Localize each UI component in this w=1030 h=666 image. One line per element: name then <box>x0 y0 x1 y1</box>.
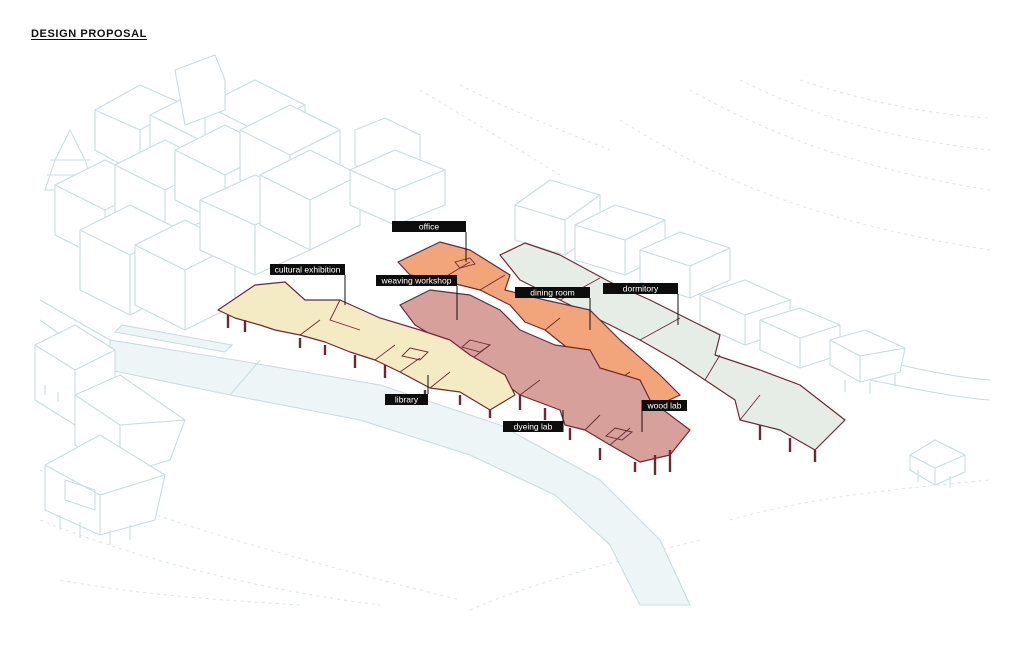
label-office: office <box>392 221 467 262</box>
label-weaving-workshop-text: weaving workshop <box>381 276 452 286</box>
page-title: DESIGN PROPOSAL <box>31 28 147 40</box>
label-dyeing-lab: dyeing lab <box>503 410 564 432</box>
label-dormitory: dormitory <box>603 283 679 325</box>
label-weaving-workshop: weaving workshop <box>376 275 458 320</box>
label-dining-room: dining room <box>515 287 591 330</box>
label-dining-room-text: dining room <box>530 288 574 298</box>
label-dyeing-lab-text: dyeing lab <box>514 422 553 432</box>
building-cultural-library <box>217 281 516 418</box>
label-library: library <box>385 375 429 405</box>
label-cultural-exhibition: cultural exhibition <box>270 264 346 305</box>
label-wood-lab: wood lab <box>641 400 687 432</box>
context-houses-southwest <box>34 324 186 545</box>
label-wood-lab-text: wood lab <box>646 401 681 411</box>
context-houses-northwest <box>44 54 446 331</box>
label-dormitory-text: dormitory <box>623 284 659 294</box>
building-weaving-dyeing <box>399 289 691 475</box>
label-office-text: office <box>419 222 439 232</box>
label-cultural-exhibition-text: cultural exhibition <box>275 265 341 275</box>
label-library-text: library <box>395 395 419 405</box>
context-houses-east <box>514 179 966 488</box>
